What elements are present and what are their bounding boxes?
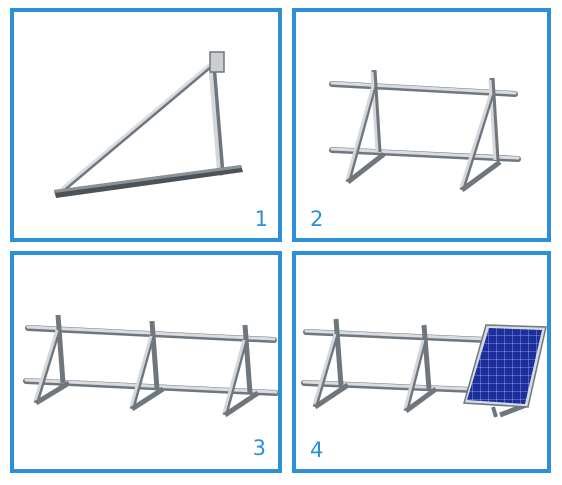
step-2-panel: 2	[292, 8, 551, 242]
step-number: 1	[254, 207, 268, 231]
step-number: 2	[310, 207, 324, 231]
step-1-panel: 1	[10, 8, 282, 242]
rail-assembly-illustration	[329, 69, 521, 193]
triangle-bracket-illustration	[54, 51, 243, 198]
extended-rail-assembly-illustration	[23, 314, 278, 418]
step-4-panel: 4	[292, 251, 551, 473]
solar-panel-illustration	[301, 318, 547, 418]
step-number: 3	[252, 436, 266, 460]
step-number: 4	[310, 438, 324, 462]
step-3-panel: 3	[10, 251, 282, 473]
